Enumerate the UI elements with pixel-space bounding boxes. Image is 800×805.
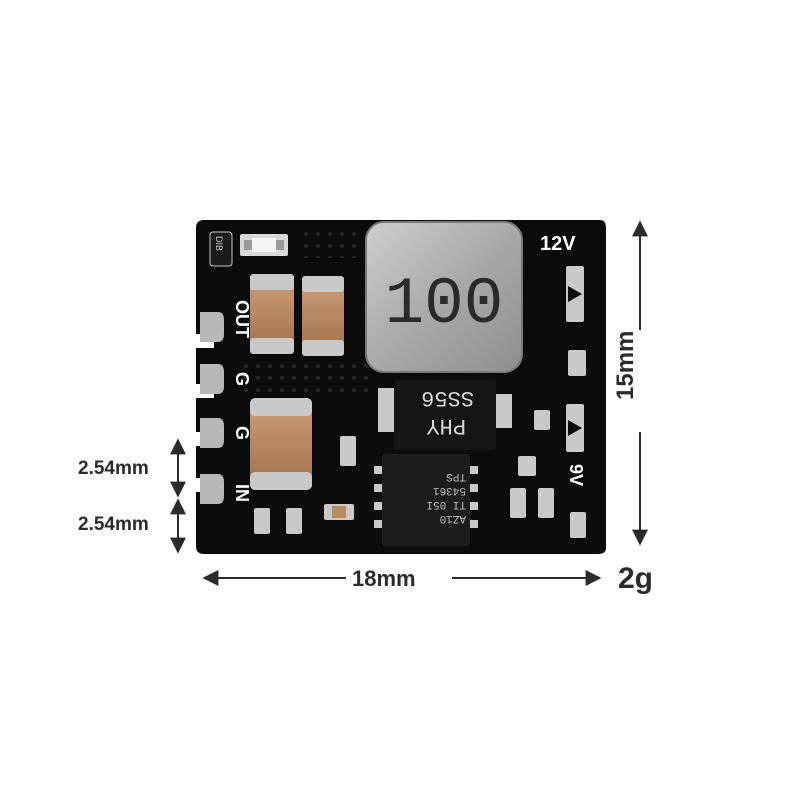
regulator-ic: TPS 54361 TI 05I AZ10	[374, 454, 478, 546]
pin-label-g1: G	[232, 372, 252, 386]
pitch-label-2: 2.54mm	[78, 514, 149, 535]
output-capacitor-2	[302, 276, 344, 356]
selector-pad-12v	[566, 266, 584, 322]
ic-marking-4: AZ10	[440, 512, 466, 524]
width-label: 18mm	[352, 566, 416, 591]
output-label-12v: 12V	[540, 233, 576, 255]
inductor-marking: 100	[385, 267, 504, 342]
pin-label-in: IN	[232, 484, 252, 502]
inductor: 100	[365, 221, 523, 373]
ic-marking-3: TI 05I	[426, 498, 466, 510]
diode-marking-2: PHY	[426, 413, 466, 438]
weight-label: 2g	[618, 562, 654, 595]
led-marking: DIB	[214, 236, 224, 251]
status-led	[240, 234, 288, 256]
pin-label-out: OUT	[232, 300, 252, 338]
ic-marking-2: 54361	[433, 484, 466, 496]
pitch-label-1: 2.54mm	[78, 458, 149, 479]
output-label-9v: 9V	[566, 464, 586, 486]
output-capacitor-1	[250, 274, 294, 354]
pin-label-g2: G	[232, 426, 252, 440]
selector-pad-9v	[566, 404, 584, 452]
input-capacitor	[250, 398, 312, 490]
ic-marking-1: TPS	[446, 470, 466, 482]
pin-pads	[200, 312, 224, 504]
smd-parts	[254, 350, 586, 538]
diode-marking: SS56	[421, 385, 474, 410]
height-label: 15mm	[612, 330, 639, 400]
schottky-diode: SS56 PHY	[378, 380, 512, 450]
